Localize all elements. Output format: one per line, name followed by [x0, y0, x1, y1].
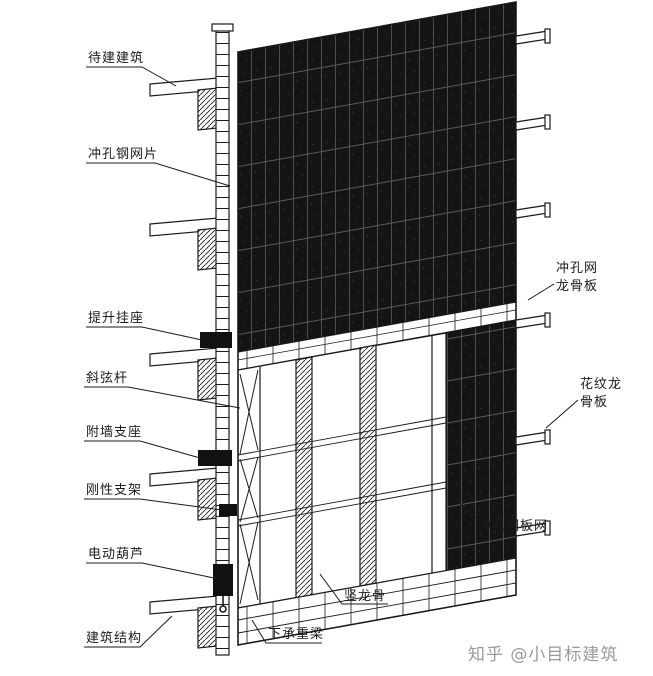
label-wall-attached-support: 附墙支座 [86, 425, 142, 440]
screen-outline [237, 1, 517, 646]
watermark-zhihu: 知乎 @小目标建筑 [468, 645, 618, 665]
leader-electric-hoist [86, 562, 215, 579]
leader-lines [84, 66, 579, 648]
label-pending-building: 待建建筑 [88, 50, 144, 66]
electric-hoist-block [213, 564, 233, 613]
leader-lower-bearing-beam [251, 619, 322, 644]
leader-pattern-keel [545, 399, 579, 429]
leader-diagonal-chord [84, 386, 241, 409]
lower-bearing-beam-band [237, 557, 517, 646]
diagonal-chord-braces [239, 369, 259, 605]
label-pattern-keel-line2: 骨板 [580, 395, 608, 410]
leader-wall-attached-support [84, 440, 201, 459]
keel-plate-bracket [515, 520, 551, 537]
leader-punched-mesh-keel [527, 283, 555, 301]
label-punched-steel-plate-mesh: 冲孔钢板网 [478, 519, 548, 534]
keel-plate-bracket [515, 202, 551, 219]
label-punched-mesh-keel-line1: 冲孔网 [556, 261, 598, 276]
label-pattern-keel-line1: 花纹龙 [580, 376, 622, 392]
frame-area [237, 332, 447, 609]
mid-rails [237, 416, 447, 527]
lattice-post-vertical-keel [359, 344, 377, 587]
label-rigid-bracket: 刚性支架 [86, 483, 142, 498]
label-lower-bearing-beam: 下承重梁 [268, 626, 324, 642]
leader-building-structure [84, 615, 173, 648]
label-building-structure: 建筑结构 [86, 630, 142, 646]
leader-vertical-keel [319, 573, 388, 605]
building-slab [149, 217, 219, 271]
leader-punched-steel-plate-mesh [451, 495, 477, 519]
leader-lifting-mount [86, 326, 203, 341]
label-diagonal-chord: 斜弦杆 [86, 370, 128, 386]
labels: 待建建筑 冲孔钢网片 提升挂座 斜弦杆 附墙支座 刚性支架 电动葫芦 建筑结构 … [86, 50, 622, 646]
label-lifting-mount: 提升挂座 [88, 310, 144, 326]
lattice-post-vertical-keel [295, 356, 313, 599]
label-electric-hoist: 电动葫芦 [88, 547, 144, 562]
label-punched-mesh-keel-line2: 龙骨板 [556, 279, 598, 294]
keel-plate-bracket [515, 312, 551, 329]
leader-rigid-bracket [84, 498, 223, 511]
lifting-mount-block [200, 332, 232, 348]
building-slab [149, 467, 219, 521]
leader-punched-steel-mesh-sheet [86, 162, 231, 187]
walkway-platform [237, 301, 517, 371]
building-slab [149, 595, 219, 649]
punched-mesh-panel-top [237, 1, 517, 353]
keel-plate-bracket [515, 429, 551, 446]
rigid-bracket-block [219, 504, 237, 516]
keel-plate-bracket [515, 28, 551, 45]
label-punched-steel-mesh-sheet: 冲孔钢网片 [88, 147, 158, 162]
leader-pending-building [86, 66, 177, 87]
right-brackets [515, 28, 551, 537]
label-vertical-keel: 竖龙骨 [344, 589, 386, 604]
building-slab [149, 347, 219, 401]
keel-plate-bracket [515, 114, 551, 131]
wall-support-block [198, 450, 232, 466]
